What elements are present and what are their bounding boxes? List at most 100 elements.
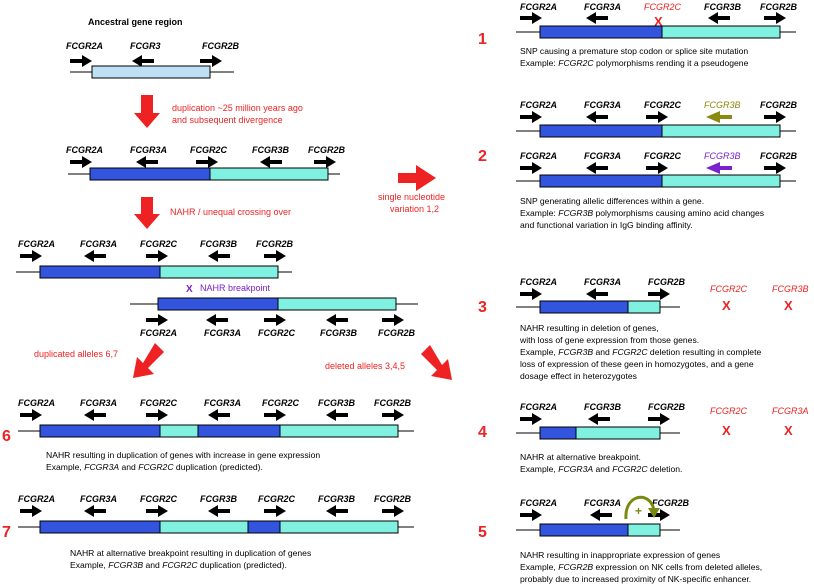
- gene-arrows: [70, 55, 222, 67]
- panel-2-text: and functional variation in IgG binding …: [520, 220, 693, 230]
- deletion-x-mark: X: [784, 298, 793, 313]
- forward-arrow-icon: [764, 111, 786, 123]
- forward-arrow-icon: [264, 409, 286, 421]
- gene-label: FCGR2B: [760, 2, 798, 12]
- forward-arrow-icon: [382, 314, 404, 326]
- reverse-arrow-icon: [84, 505, 106, 517]
- forward-arrow-icon: [648, 413, 670, 425]
- enhancer-arc-icon: [624, 495, 656, 520]
- gene-label: FCGR3B: [252, 145, 290, 155]
- gene-arrows: [146, 314, 404, 326]
- panel-5-text: probably due to increased proximity of N…: [520, 574, 751, 584]
- forward-arrow-icon: [646, 111, 668, 123]
- gene-arrows: [20, 409, 404, 421]
- gene-label: FCGR3A: [584, 277, 621, 287]
- gene-label: FCGR2C: [190, 145, 228, 155]
- panel-3-text: NAHR resulting in deletion of genes,: [520, 323, 659, 333]
- enhancer-plus-mark: +: [635, 504, 642, 518]
- forward-arrow-icon: [264, 314, 286, 326]
- forward-arrow-icon: [646, 162, 668, 174]
- forward-arrow-icon: [20, 250, 42, 262]
- forward-arrow-icon: [146, 314, 168, 326]
- panel-2-text: SNP generating allelic differences withi…: [520, 196, 704, 206]
- breakpoint-x-mark: X: [186, 284, 193, 295]
- forward-arrow-icon: [520, 111, 542, 123]
- panel-1-number: 1: [478, 31, 487, 48]
- forward-arrow-icon: [20, 505, 42, 517]
- panel-5-example: Example, FCGR2B expression on NK cells f…: [520, 562, 762, 572]
- gene-arrows: [70, 156, 336, 168]
- gene-label: FCGR3B: [200, 494, 238, 504]
- gene-label: FCGR3A: [80, 239, 117, 249]
- gene-label: FCGR2A: [520, 277, 557, 287]
- gene-label: FCGR2C: [140, 239, 178, 249]
- forward-arrow-icon: [146, 409, 168, 421]
- gene-label: FCGR2C: [262, 398, 300, 408]
- reverse-arrow-icon: [588, 413, 610, 425]
- deleted-alleles-label: deleted alleles 3,4,5: [325, 361, 405, 371]
- forward-arrow-icon: [382, 409, 404, 421]
- gene-label: FCGR3: [130, 41, 161, 51]
- gene-label: FCGR3B: [704, 100, 741, 110]
- forward-arrow-icon: [264, 250, 286, 262]
- gene-label: FCGR2A: [66, 41, 103, 51]
- deletion-x-mark: X: [722, 423, 731, 438]
- reverse-arrow-icon: [208, 505, 230, 517]
- gene-label: FCGR2B: [374, 398, 412, 408]
- gene-label: FCGR2A: [66, 145, 103, 155]
- gene-label: FCGR2B: [648, 402, 686, 412]
- deleted-gene-label: FCGR3B: [772, 284, 809, 294]
- down-right-arrow-icon: [421, 345, 452, 380]
- gene-label: FCGR2A: [18, 239, 55, 249]
- gene-label: FCGR2C: [644, 2, 682, 12]
- panel-5-text: NAHR resulting in inappropriate expressi…: [520, 550, 720, 560]
- reverse-arrow-icon: [208, 250, 230, 262]
- reverse-arrow-icon: [326, 409, 348, 421]
- forward-arrow-icon: [520, 288, 542, 300]
- panel-3-number: 3: [478, 299, 487, 316]
- gene-label: FCGR2C: [140, 398, 178, 408]
- reverse-arrow-icon: [206, 314, 228, 326]
- duplicated-alleles-label: duplicated alleles 6,7: [34, 349, 118, 359]
- gene-label: FCGR2A: [140, 328, 177, 338]
- gene-label: FCGR3A: [80, 494, 117, 504]
- gene-label: FCGR3A: [204, 398, 241, 408]
- reverse-arrow-icon: [326, 314, 348, 326]
- ancestral-title: Ancestral gene region: [88, 17, 183, 27]
- forward-arrow-icon: [314, 156, 336, 168]
- forward-arrow-icon: [146, 505, 168, 517]
- forward-arrow-icon: [200, 55, 222, 67]
- reverse-arrow-icon: [586, 162, 608, 174]
- snv-label: single nucleotide: [378, 192, 445, 202]
- panel-3-example: Example, FCGR3B and FCGR2C deletion resu…: [520, 347, 761, 357]
- deleted-gene-label: FCGR2C: [710, 406, 748, 416]
- forward-arrow-icon: [264, 505, 286, 517]
- panel-6-example: Example, FCGR3A and FCGR2C duplication (…: [46, 462, 263, 472]
- deleted-gene-label: FCGR3A: [772, 406, 809, 416]
- gene-label: FCGR2B: [652, 498, 690, 508]
- reverse-arrow-icon: [208, 409, 230, 421]
- deletion-x-mark: X: [722, 298, 731, 313]
- snv-label: variation 1,2: [390, 204, 439, 214]
- forward-arrow-icon: [382, 505, 404, 517]
- gene-label: FCGR2B: [256, 239, 294, 249]
- reverse-arrow-icon: [586, 111, 608, 123]
- breakpoint-label: NAHR breakpoint: [200, 283, 271, 293]
- gene-label: FCGR3B: [318, 398, 356, 408]
- panel-3-text: dosage effect in heterozygotes: [520, 371, 637, 381]
- stop-codon-x-mark: X: [654, 14, 663, 29]
- forward-arrow-icon: [520, 509, 542, 521]
- gene-label: FCGR2A: [18, 494, 55, 504]
- panel-7-number: 7: [2, 524, 11, 541]
- gene-label: FCGR3B: [584, 402, 622, 412]
- gene-label: FCGR3A: [584, 498, 621, 508]
- gene-label: FCGR2A: [520, 498, 557, 508]
- gene-label: FCGR2B: [760, 100, 798, 110]
- forward-arrow-icon: [648, 509, 670, 521]
- gene-label: FCGR2B: [648, 277, 686, 287]
- gene-label: FCGR2B: [378, 328, 416, 338]
- gene-arrows: [20, 250, 286, 262]
- panel-1-example: Example: FCGR2C polymorphisms rending it…: [520, 58, 749, 68]
- gene-label: FCGR3B: [704, 151, 741, 161]
- forward-arrow-icon: [764, 12, 786, 24]
